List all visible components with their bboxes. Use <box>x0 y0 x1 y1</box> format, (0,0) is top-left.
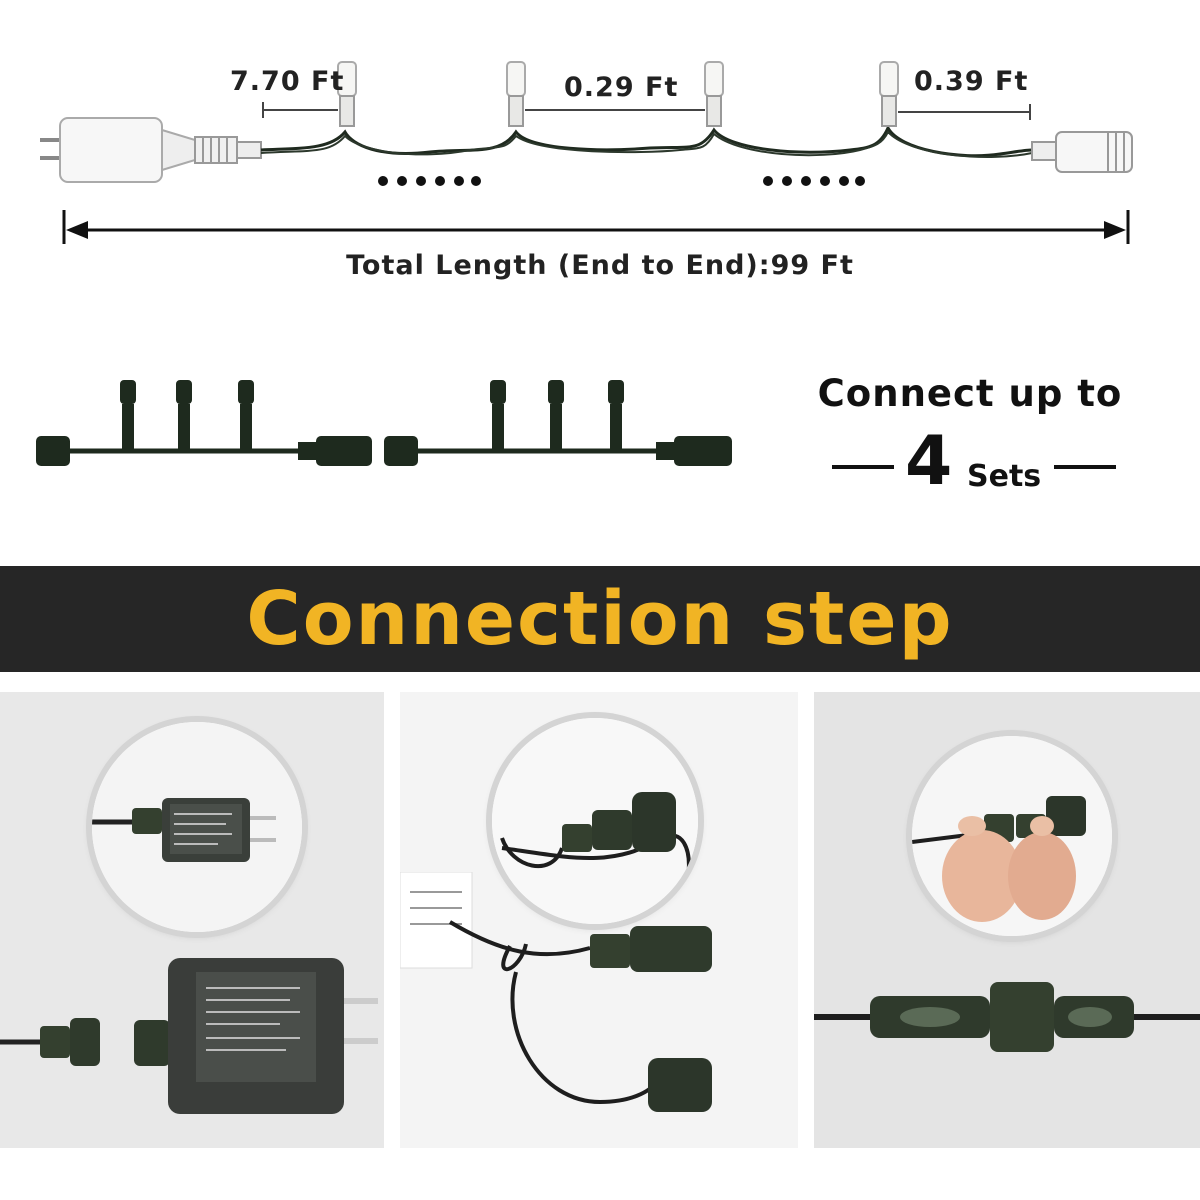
connected-plug-icon <box>814 982 1200 1052</box>
connector-closeup-icon <box>492 718 698 924</box>
connected-sets-illustration <box>36 380 732 466</box>
hands-connecting-icon <box>912 736 1112 936</box>
lead-length-label: 7.70 Ft <box>230 66 345 97</box>
max-sets-number: 4 <box>905 422 953 501</box>
bulb-icon <box>879 61 899 127</box>
dimension-marker <box>262 102 1031 120</box>
divider <box>832 465 894 469</box>
total-length-arrow <box>62 210 1130 244</box>
cable-photo-icon <box>400 872 712 1112</box>
light-set-icon <box>384 380 732 466</box>
detail-circle <box>92 722 302 932</box>
detail-circle <box>492 718 698 924</box>
ellipsis-dots <box>378 176 865 186</box>
bulb-icon <box>704 61 724 127</box>
bulb-icon <box>506 61 526 127</box>
bulb-icon <box>337 61 357 127</box>
step-photo-adapter <box>0 692 384 1148</box>
end-connector-icon <box>1031 131 1133 173</box>
adapter-closeup-icon <box>92 722 302 932</box>
adapter-photo-icon <box>0 958 378 1114</box>
section-banner <box>0 566 1200 672</box>
sets-unit-label: Sets <box>967 459 1042 494</box>
connection-step-title: Connection step <box>246 576 954 662</box>
power-adapter-icon <box>40 117 262 183</box>
connect-up-to-label: Connect up to <box>817 372 1123 415</box>
step-photo-cable-end <box>400 692 798 1148</box>
tail-length-label: 0.39 Ft <box>914 66 1029 97</box>
step-photo-connect <box>814 692 1200 1148</box>
divider <box>1054 465 1116 469</box>
string-light-dimension-diagram <box>40 61 1133 244</box>
bulb-spacing-label: 0.29 Ft <box>564 72 679 103</box>
detail-circle <box>912 736 1112 936</box>
total-length-label: Total Length (End to End):99 Ft <box>346 250 854 281</box>
light-set-icon <box>36 380 372 466</box>
